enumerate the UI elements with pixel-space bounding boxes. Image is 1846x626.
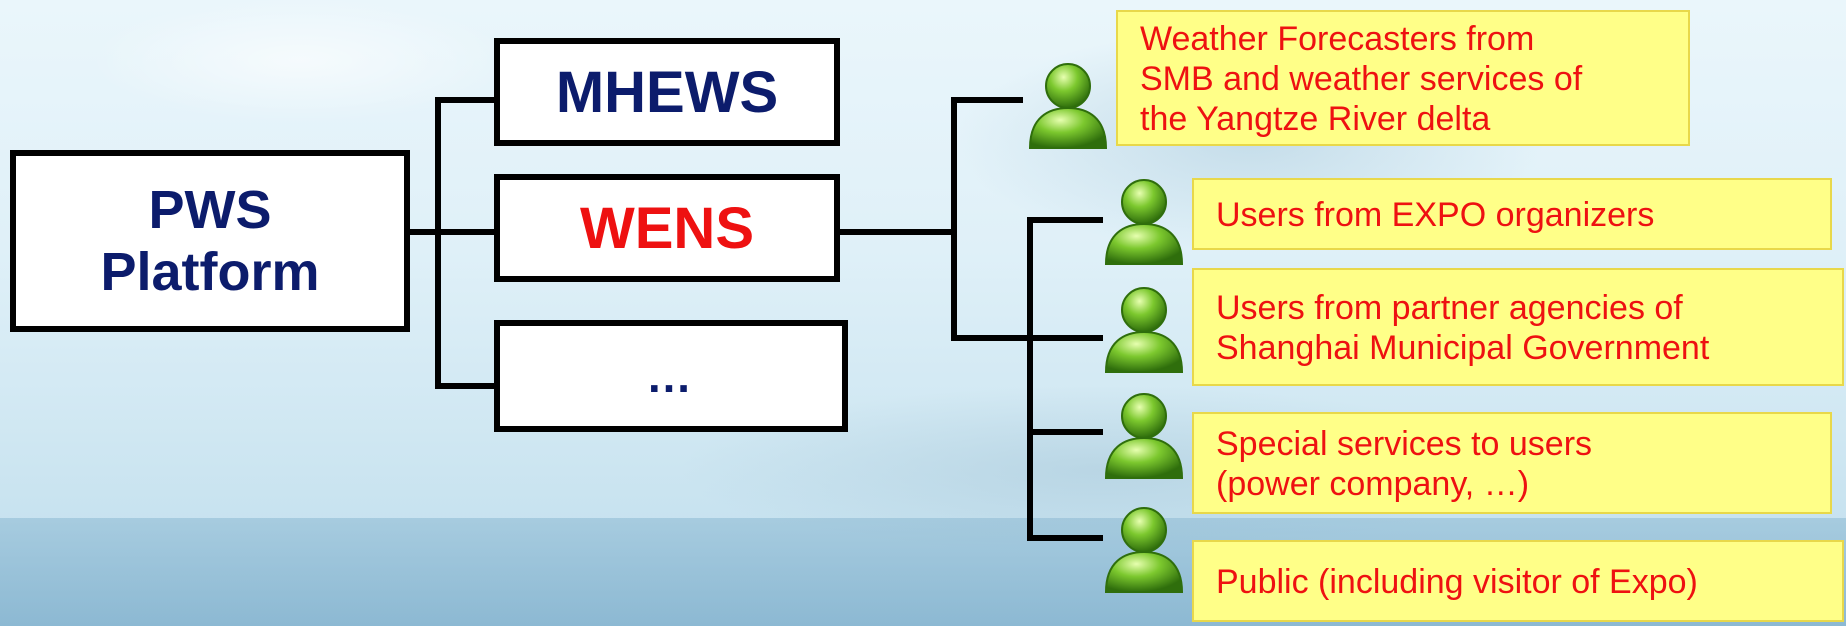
user-group-line: the Yangtze River delta [1140, 100, 1491, 138]
more-branches-label: … [646, 350, 696, 402]
user-icon [1104, 507, 1184, 593]
wens-box: WENS [494, 174, 840, 282]
more-branches-box: … [494, 320, 848, 432]
user-group-line: Users from partner agencies of [1216, 289, 1683, 327]
user-icon [1104, 393, 1184, 479]
user-icon [1104, 179, 1184, 265]
mhews-box: MHEWS [494, 38, 840, 146]
user-group-public: Public (including visitor of Expo) [1192, 540, 1844, 622]
user-group-expo: Users from EXPO organizers [1192, 178, 1832, 250]
pws-platform-box: PWS Platform [10, 150, 410, 332]
user-group-partner-agencies: Users from partner agencies of Shanghai … [1192, 268, 1844, 386]
wens-label: WENS [580, 195, 754, 261]
pws-title-line2: Platform [100, 242, 320, 302]
pws-title-line1: PWS [148, 180, 272, 240]
user-icon [1104, 287, 1184, 373]
user-group-line: Weather Forecasters from [1140, 20, 1535, 58]
user-group-line: (power company, …) [1216, 465, 1530, 503]
user-group-line: Special services to users [1216, 425, 1593, 463]
user-group-line: Shanghai Municipal Government [1216, 329, 1710, 367]
user-icon [1028, 63, 1108, 149]
user-group-line: SMB and weather services of [1140, 60, 1583, 98]
user-group-line: Public (including visitor of Expo) [1216, 563, 1698, 601]
user-group-line: Users from EXPO organizers [1216, 196, 1655, 234]
mhews-label: MHEWS [555, 59, 779, 125]
user-group-special-services: Special services to users (power company… [1192, 412, 1832, 514]
user-group-forecasters: Weather Forecasters from SMB and weather… [1116, 10, 1690, 146]
